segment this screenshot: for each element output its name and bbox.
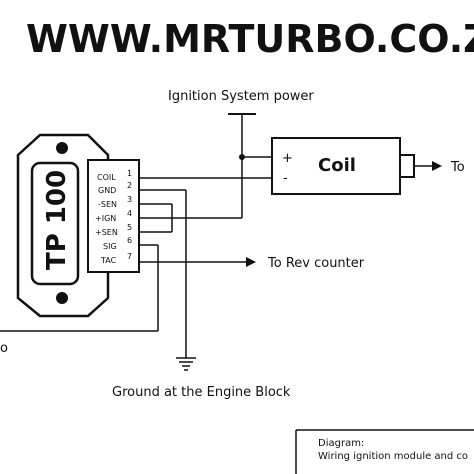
module-connector	[87, 159, 140, 273]
info-box-title: Diagram:	[318, 438, 364, 449]
pin-label-coil: COIL	[97, 173, 116, 182]
pin-label-pos-sen: +SEN	[95, 228, 118, 237]
coil-output-arrow	[432, 161, 442, 171]
site-url-title: WWW.MRTURBO.CO.ZA	[26, 17, 474, 61]
mounting-hole-top	[56, 142, 68, 154]
pin-number-2: 2	[127, 181, 132, 190]
pin-number-6: 6	[127, 236, 132, 245]
to-rev-counter-label: To Rev counter	[267, 256, 365, 271]
module-label-box	[30, 161, 80, 286]
pin-label-pos-ign: +IGN	[95, 214, 116, 223]
coil-output-terminal	[399, 154, 415, 178]
ignition-power-label: Ignition System power	[168, 89, 314, 104]
pin-number-7: 7	[127, 252, 132, 261]
ground-engine-label: Ground at the Engine Block	[112, 385, 291, 400]
coil-plus-sign: +	[282, 151, 293, 166]
pin-number-5: 5	[127, 223, 132, 232]
coil-minus-sign: -	[283, 171, 288, 186]
left-fragment-label: o	[0, 341, 8, 356]
pin-label-neg-sen: -SEN	[98, 200, 117, 209]
mounting-hole-bottom	[56, 292, 68, 304]
info-box-subtitle: Wiring ignition module and co	[318, 451, 468, 462]
module-name-label: TP 100	[42, 170, 72, 270]
tac-arrow	[246, 257, 256, 267]
pin-label-gnd: GND	[98, 186, 116, 195]
coil-label: Coil	[318, 155, 356, 176]
pin-label-sig: SIG	[103, 242, 117, 251]
pin-number-1: 1	[127, 169, 132, 178]
pin-label-tac: TAC	[100, 256, 117, 265]
to-right-label: To	[450, 160, 465, 175]
pin-number-4: 4	[127, 209, 132, 218]
pin-number-3: 3	[127, 195, 132, 204]
